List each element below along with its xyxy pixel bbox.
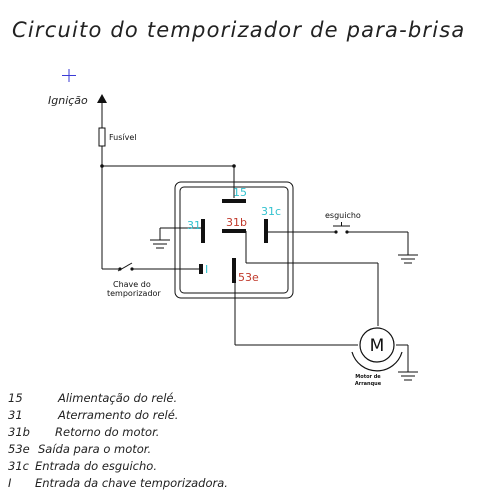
terminal-31-label: 31 <box>187 219 201 232</box>
legend-text: Saída para o motor. <box>38 442 151 456</box>
junction-dot <box>100 164 104 168</box>
legend-text: Entrada da chave temporizadora. <box>35 476 228 490</box>
terminal-31c-label: 31c <box>261 205 281 218</box>
motor-letter-label: M <box>370 336 385 356</box>
motor-symbol <box>351 327 403 372</box>
pin-31c <box>264 219 268 243</box>
junction-dot <box>232 164 236 168</box>
legend-code: 31 <box>8 408 23 422</box>
ignition-arrow-icon <box>97 94 107 103</box>
fuse-label: Fusível <box>109 133 137 142</box>
terminal-15-label: 15 <box>233 186 247 199</box>
pin-53e <box>232 258 236 283</box>
legend: 15 Alimentação do relé. 31 Aterramento d… <box>8 391 228 490</box>
pin-31b <box>222 229 246 233</box>
ignition-cross-marker <box>62 69 76 82</box>
diagram-title: Circuito do temporizador de para-brisa <box>12 18 465 42</box>
relay-outer-frame <box>174 181 294 299</box>
legend-code: 31b <box>8 425 30 439</box>
ignition-label: Ignição <box>48 94 88 107</box>
legend-text: Aterramento do relé. <box>57 408 178 422</box>
terminal-I-label: I <box>205 263 208 276</box>
pin-15 <box>222 199 246 203</box>
timer-switch-symbol <box>117 262 134 272</box>
relay-inner-frame <box>179 186 289 294</box>
ground-symbol-motor <box>398 371 418 381</box>
timer-switch-label-line1: Chave do <box>113 280 151 289</box>
timer-switch-label-line2: temporizador <box>107 289 161 298</box>
pin-I <box>199 264 203 274</box>
ground-symbol-washer <box>398 254 418 264</box>
wiring <box>101 103 409 372</box>
legend-text: Alimentação do relé. <box>57 391 177 405</box>
legend-code: I <box>8 476 12 490</box>
legend-code: 15 <box>8 391 23 405</box>
washer-label: esguicho <box>325 211 361 220</box>
terminal-53e-label: 53e <box>238 271 259 284</box>
fuse-symbol <box>98 127 106 147</box>
terminal-31b-label: 31b <box>226 216 247 229</box>
motor-label-line1: Motor de <box>355 374 381 380</box>
legend-code: 53e <box>8 442 30 456</box>
motor-label-line2: Arranque <box>355 381 382 387</box>
pin-31 <box>201 219 205 243</box>
legend-code: 31c <box>8 459 30 473</box>
ground-symbol-left <box>150 239 170 249</box>
legend-text: Retorno do motor. <box>55 425 159 439</box>
washer-switch-symbol <box>333 222 350 234</box>
legend-text: Entrada do esguicho. <box>35 459 157 473</box>
